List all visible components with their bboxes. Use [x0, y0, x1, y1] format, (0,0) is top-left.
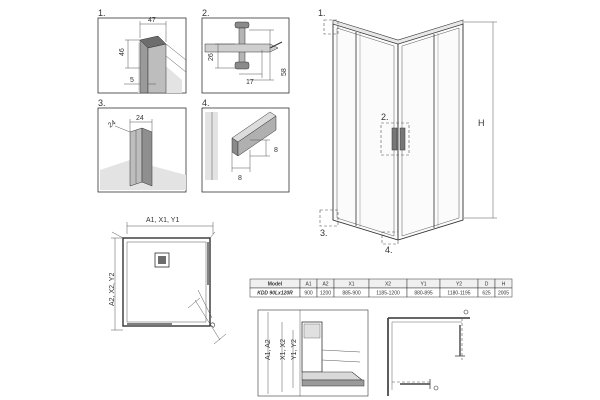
table-header-text: A1	[305, 282, 311, 288]
front-callout-box-1	[323, 19, 339, 35]
section-label-x: X1, X2	[280, 339, 287, 360]
section-view: A1, A2 X1, X2 Y1, Y2	[257, 309, 369, 397]
detail-2-dim-26: 26	[208, 53, 215, 61]
table-header-text: A2	[322, 282, 328, 288]
table-cell	[494, 287, 513, 298]
plan-top-label: A1, X1, Y1	[146, 217, 179, 224]
detail-2-frame	[201, 17, 290, 94]
detail-4-dim-height: 8	[274, 147, 278, 154]
table-cell-text: 1200	[320, 291, 331, 297]
section-label-y: Y1, Y2	[291, 339, 298, 360]
table-cell-text: KDD 90Lx120R	[257, 291, 293, 297]
detail-4: 4. 8 8	[201, 98, 290, 193]
table-cell-text: 900	[304, 291, 313, 297]
detail-2: 2. 26 17 58	[201, 8, 290, 94]
table-header-text: Y2	[456, 282, 462, 288]
detail-1-dim-gap: 5	[130, 77, 134, 84]
detail-2-dim-58: 58	[281, 68, 288, 76]
table-header-text: D	[485, 282, 489, 288]
detail-3-dim-b: 24	[136, 115, 144, 122]
detail-2-number: 2.	[202, 8, 210, 18]
table-header-text: Model	[268, 282, 283, 288]
plan-side-label: A2, X2, Y2	[109, 273, 116, 306]
front-callout-4: 4.	[385, 245, 393, 255]
front-callout-2: 2.	[381, 112, 389, 122]
detail-1: 1. 47 46 5	[97, 8, 187, 94]
detail-2-dim-17: 17	[246, 79, 254, 86]
front-callout-box-4	[381, 231, 399, 245]
plan-diag-label: D	[209, 321, 218, 329]
table-cell-text: 625	[482, 291, 491, 297]
table-header-text: X2	[385, 282, 391, 288]
table-cell-text: 2005	[498, 291, 509, 297]
table-header-text: H	[502, 282, 506, 288]
table-header-text: Y1	[420, 282, 426, 288]
table-header-text: X1	[348, 282, 354, 288]
detail-4-dim-width: 8	[238, 175, 242, 182]
detail-1-dim-height: 46	[119, 48, 126, 56]
height-label: H	[478, 118, 485, 128]
detail-3: 3. 24 24	[97, 98, 187, 193]
plan-view: A1, X1, Y1 A2, X2, Y2 D	[109, 217, 227, 345]
detail-4-number: 4.	[202, 98, 210, 108]
corner-plan	[387, 309, 470, 396]
detail-1-dim-width: 47	[148, 17, 156, 24]
table-cell-text: 880-895	[414, 291, 433, 297]
front-callout-3: 3.	[320, 228, 328, 238]
detail-3-number: 3.	[98, 98, 106, 108]
section-label-a: A1, A2	[265, 339, 272, 360]
spec-table: Model A1 A2 X1 X2 Y1 Y2 D H KDD 90Lx120R 900 1200 88…	[249, 278, 513, 298]
table-cell-text: 1180-1195	[447, 291, 470, 297]
table-cell-text: 1185-1200	[376, 291, 400, 297]
detail-1-number: 1.	[98, 8, 106, 18]
detail-3-dim-a: 24	[107, 119, 117, 129]
front-callout-box-3	[319, 209, 339, 227]
front-view: 1. 2. 3. 4. H	[318, 8, 497, 255]
front-callout-1: 1.	[318, 8, 326, 18]
table-cell-text: 885-900	[342, 291, 361, 297]
